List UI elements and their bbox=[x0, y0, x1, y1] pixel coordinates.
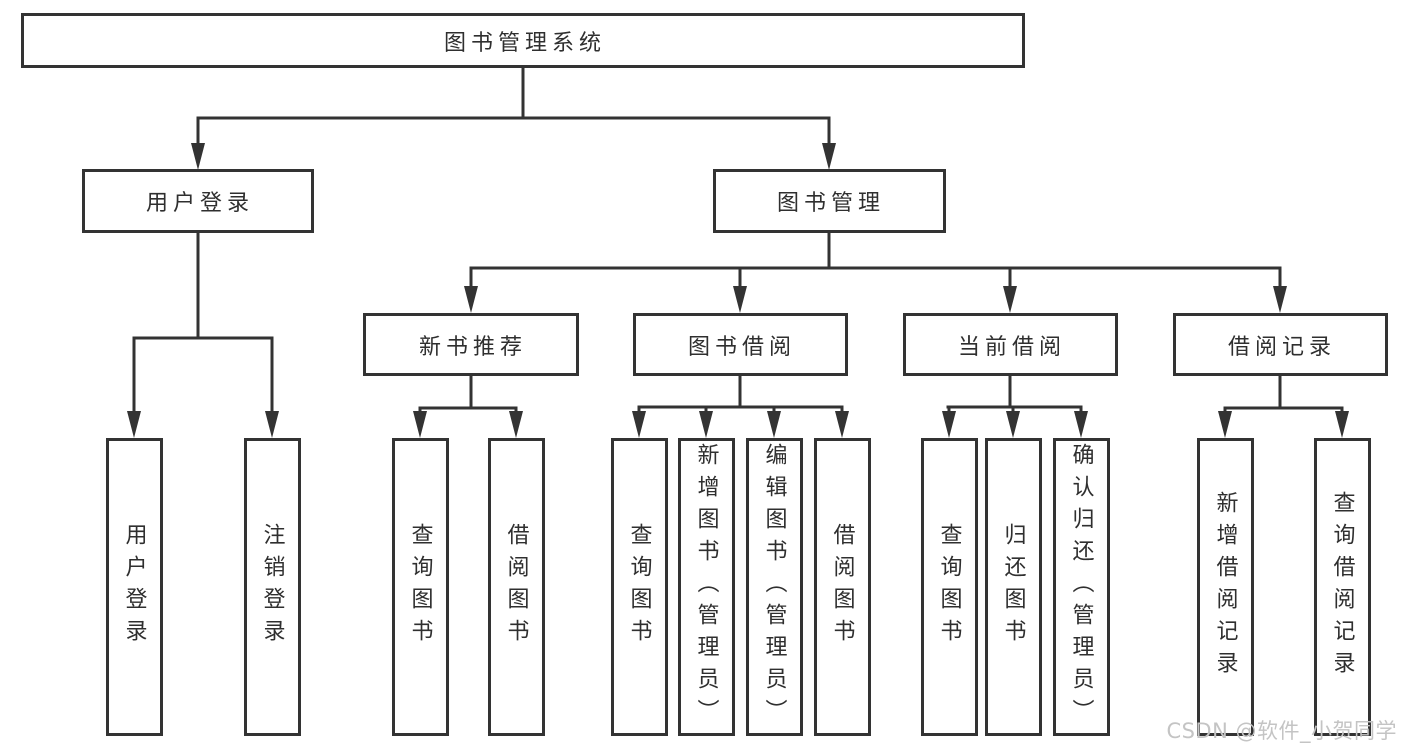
leaf-label: 查询图书 bbox=[936, 523, 962, 651]
leaf-confirm-return-admin: 确认归还（管理员） bbox=[1052, 438, 1110, 736]
leaf-label: 借阅图书 bbox=[503, 523, 529, 651]
node-book-borrowing: 图书借阅 bbox=[632, 313, 848, 376]
leaf-add-book-admin: 新增图书（管理员） bbox=[677, 438, 735, 736]
leaf-query-books-borrow: 查询图书 bbox=[610, 438, 668, 736]
leaf-edit-book-admin: 编辑图书（管理员） bbox=[745, 438, 803, 736]
watermark: CSDN @软件_小贺同学 bbox=[1166, 719, 1397, 743]
node-label: 图书管理系统 bbox=[443, 30, 606, 56]
leaf-label: 查询图书 bbox=[407, 523, 433, 651]
leaf-logout: 注销登录 bbox=[243, 438, 301, 736]
leaf-label: 查询图书 bbox=[626, 523, 652, 651]
leaf-label: 归还图书 bbox=[1000, 523, 1026, 651]
leaf-add-borrow-record: 新增借阅记录 bbox=[1196, 438, 1254, 736]
leaf-query-books-recommend: 查询图书 bbox=[391, 438, 449, 736]
node-label: 当前借阅 bbox=[957, 334, 1066, 360]
node-new-book-recommendation: 新书推荐 bbox=[363, 313, 579, 376]
leaf-label: 用户登录 bbox=[121, 523, 147, 651]
connector-line-segments bbox=[132, 67, 1344, 412]
leaf-label: 注销登录 bbox=[259, 523, 285, 651]
node-book-management: 图书管理 bbox=[712, 169, 946, 233]
node-label: 新书推荐 bbox=[418, 334, 527, 360]
node-current-borrowing: 当前借阅 bbox=[902, 313, 1118, 376]
leaf-label: 编辑图书（管理员） bbox=[761, 443, 787, 731]
leaf-user-login: 用户登录 bbox=[105, 438, 163, 736]
leaf-label: 查询借阅记录 bbox=[1329, 491, 1355, 683]
leaf-label: 借阅图书 bbox=[829, 523, 855, 651]
node-label: 图书管理 bbox=[776, 191, 885, 216]
node-label: 借阅记录 bbox=[1227, 334, 1336, 360]
arrowhead-icons bbox=[127, 143, 1349, 438]
leaf-label: 新增图书（管理员） bbox=[693, 443, 719, 731]
leaf-borrow-books-recommend: 借阅图书 bbox=[487, 438, 545, 736]
node-borrowing-records: 借阅记录 bbox=[1172, 313, 1388, 376]
leaf-query-borrow-record: 查询借阅记录 bbox=[1313, 438, 1371, 736]
leaf-query-books-current: 查询图书 bbox=[920, 438, 978, 736]
leaf-label: 新增借阅记录 bbox=[1212, 491, 1238, 683]
leaf-borrow-books-borrow: 借阅图书 bbox=[813, 438, 871, 736]
leaf-return-book: 归还图书 bbox=[984, 438, 1042, 736]
node-label: 图书借阅 bbox=[687, 334, 796, 360]
node-user-login: 用户登录 bbox=[82, 169, 314, 233]
leaf-label: 确认归还（管理员） bbox=[1068, 443, 1094, 731]
node-root: 图书管理系统 bbox=[21, 13, 1025, 68]
node-label: 用户登录 bbox=[145, 191, 254, 216]
